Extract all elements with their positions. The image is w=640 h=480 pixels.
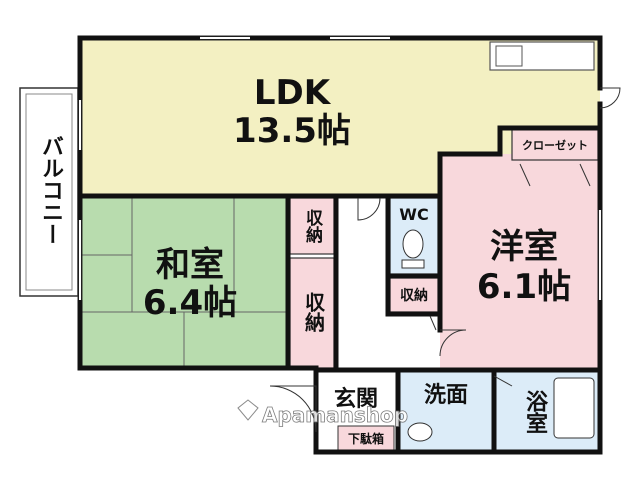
ldk-name: LDK xyxy=(254,73,332,113)
yoshitsu-size: 6.1帖 xyxy=(477,267,571,307)
ldk-size: 13.5帖 xyxy=(233,111,351,151)
bath-label: 浴室 xyxy=(522,390,548,434)
watermark-logo-icon xyxy=(237,399,259,421)
bathtub xyxy=(553,377,595,439)
storage-upper-label: 収納 xyxy=(302,209,323,244)
balcony xyxy=(19,87,79,297)
door-swings xyxy=(269,87,621,433)
room-yoshitsu xyxy=(440,154,600,368)
wash-basin xyxy=(407,422,433,442)
shoe-box xyxy=(337,425,395,451)
yoshitsu-name: 洋室 xyxy=(490,227,558,267)
kitchen-counter xyxy=(489,41,595,71)
shoe-box-label: 下駄箱 xyxy=(348,431,384,446)
washitsu-name: 和室 xyxy=(156,245,224,285)
closet-label: クローゼット xyxy=(522,138,588,152)
wc-label: WC xyxy=(399,205,428,224)
tatami-lines xyxy=(80,198,288,368)
watermark: Apamanshop xyxy=(237,399,408,427)
toilet-bowl xyxy=(402,229,424,259)
windows xyxy=(79,37,601,300)
storage-hall-label: 収納 xyxy=(400,287,428,304)
balcony-inner-rail xyxy=(25,93,73,291)
storage-lower-label: 収納 xyxy=(302,292,326,332)
washroom-label: 洗面 xyxy=(424,383,468,408)
balcony-label: バルコニー xyxy=(38,135,63,245)
window-frames xyxy=(77,35,603,300)
hallway xyxy=(338,198,388,368)
closet xyxy=(511,127,599,161)
kitchen-sink xyxy=(495,45,523,67)
entrance-label: 玄関 xyxy=(334,386,378,412)
toilet-tank xyxy=(401,259,425,269)
watermark-text: Apamanshop xyxy=(262,403,408,427)
washitsu-size: 6.4帖 xyxy=(143,283,237,323)
